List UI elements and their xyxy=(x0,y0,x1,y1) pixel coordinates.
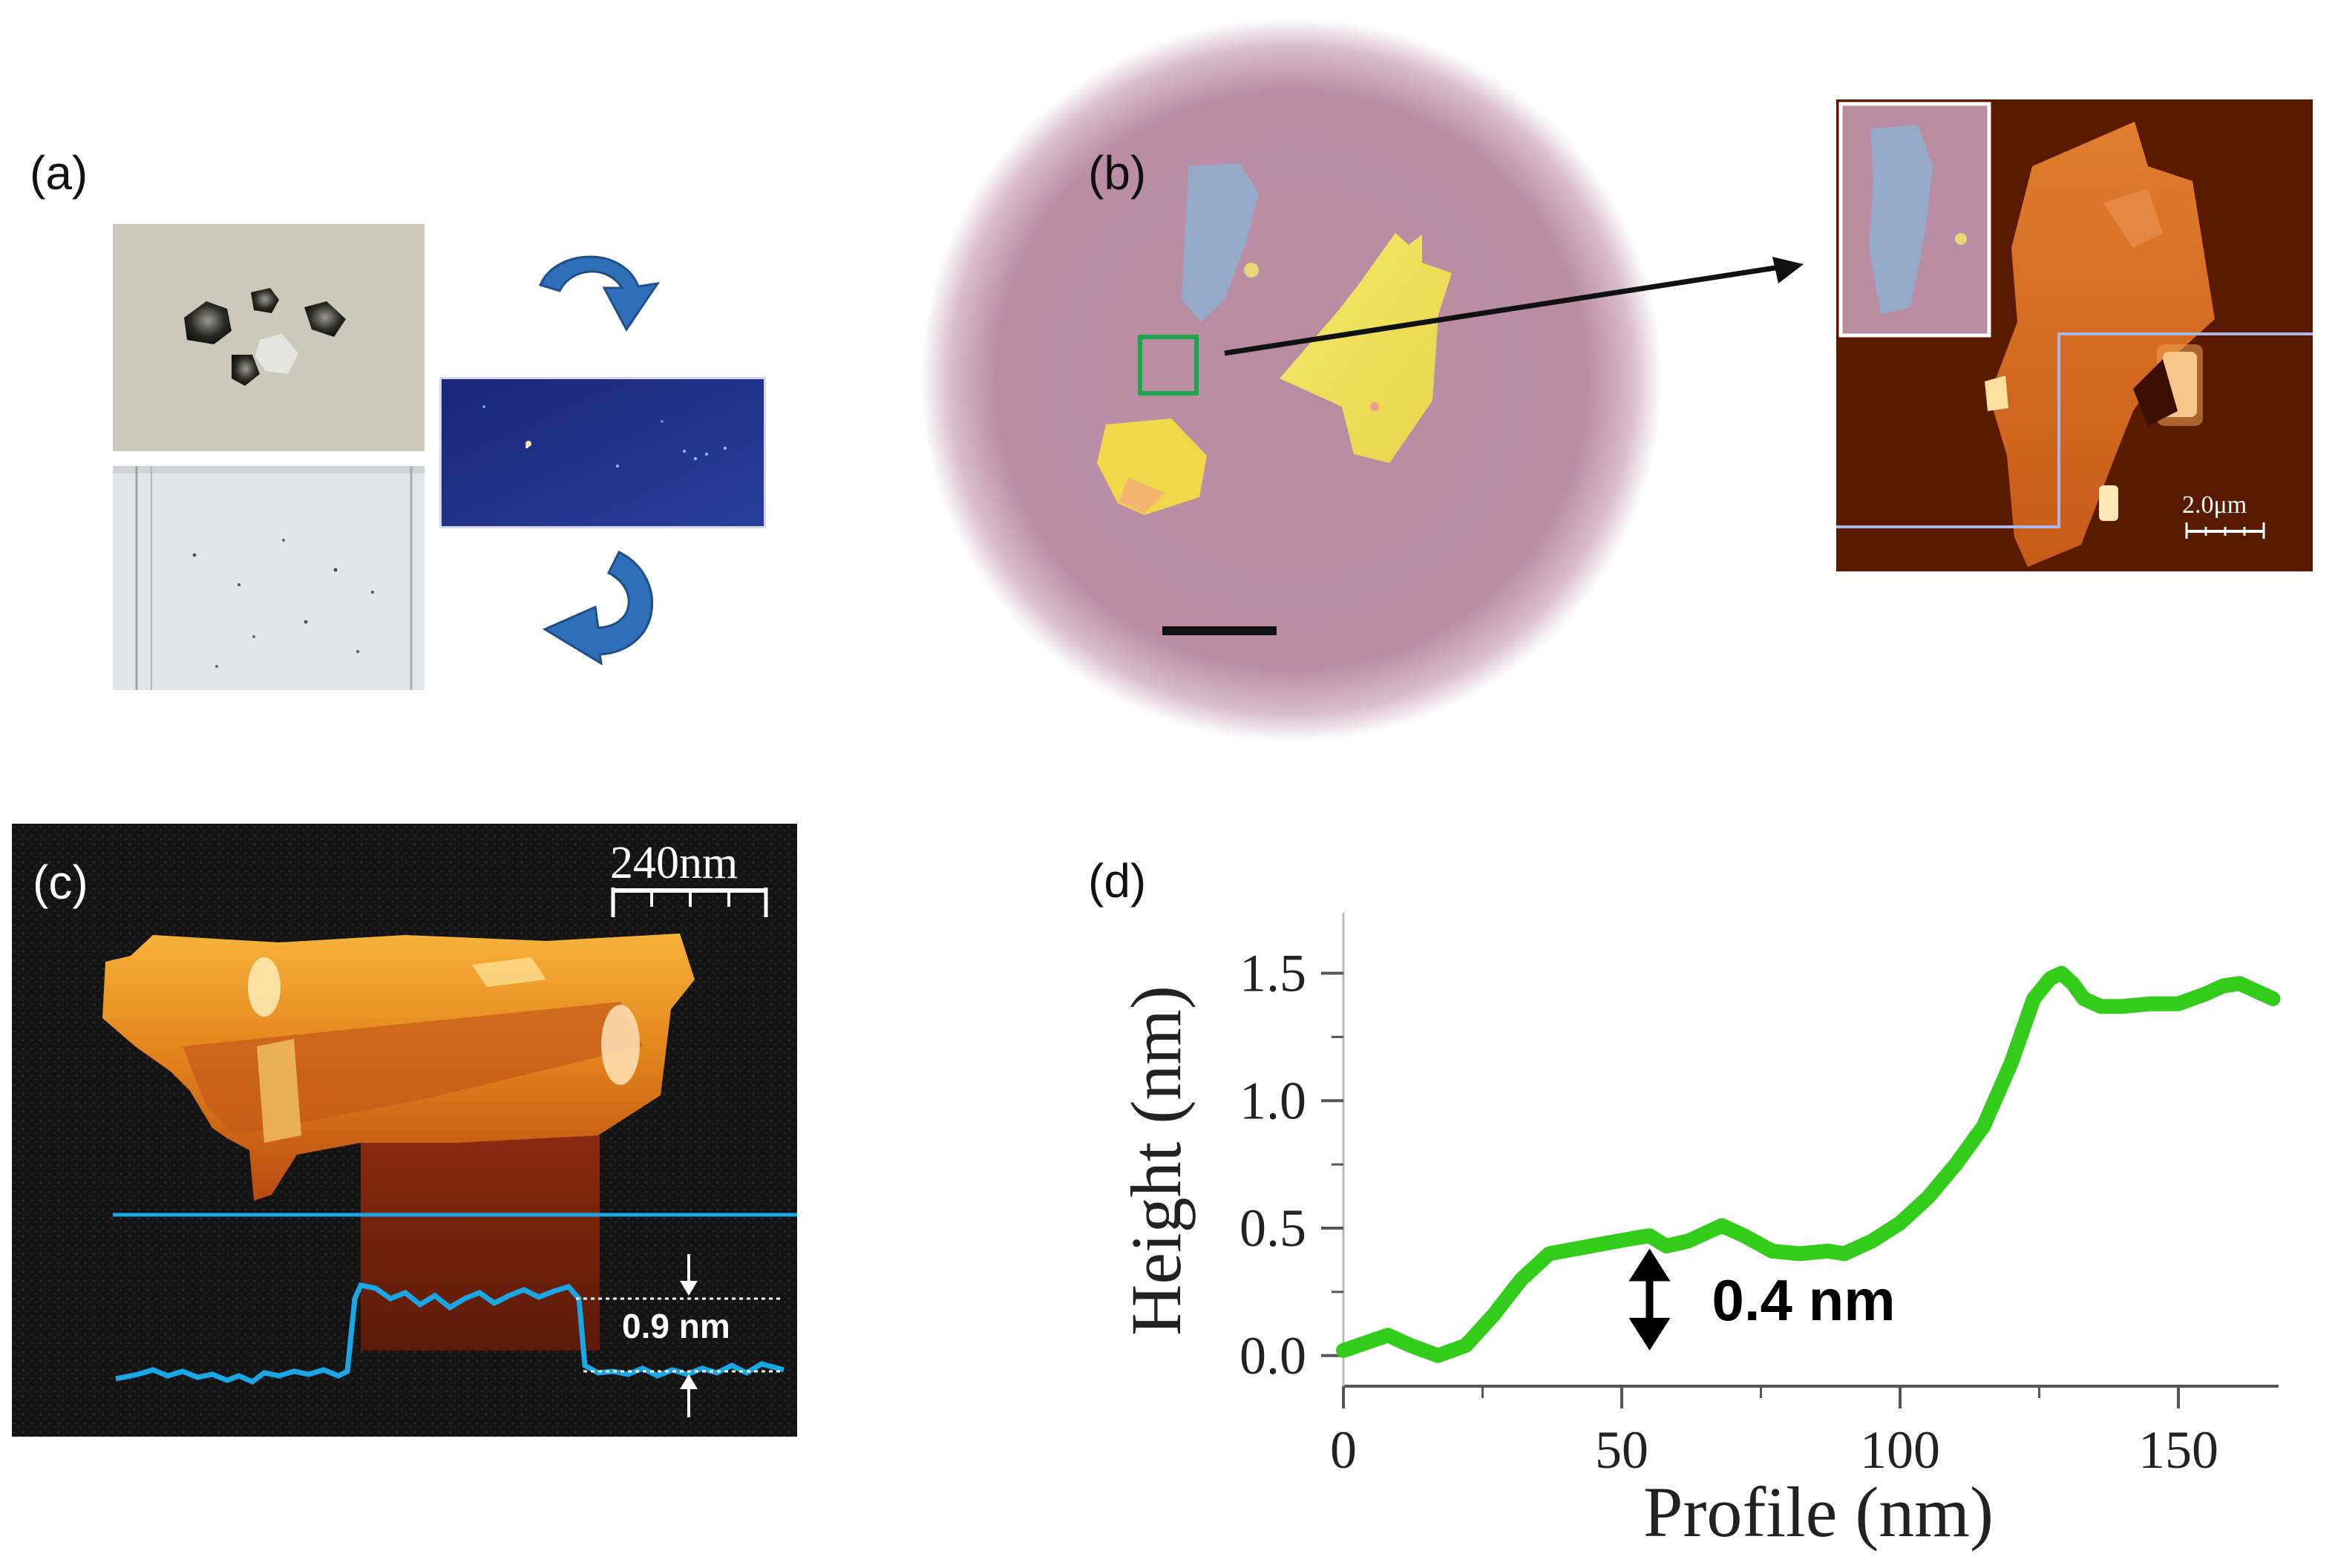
afm-b-scale-label: 2.0μm xyxy=(2182,491,2247,519)
x-axis-label: Profile (nm) xyxy=(1643,1472,1994,1552)
panel-a-label: (a) xyxy=(30,146,88,200)
y-axis-label: Height (nm) xyxy=(1116,985,1196,1336)
afm-image-b: 2.0μm xyxy=(1836,99,2313,571)
optical-micrograph xyxy=(920,18,1663,742)
curved-arrow-icon xyxy=(527,242,668,353)
arrow-head-up xyxy=(1628,1248,1671,1282)
afm-c-scale-label: 240nm xyxy=(610,838,739,888)
x-tick-label: 50 xyxy=(1595,1420,1648,1480)
panel-b-label: (b) xyxy=(1088,146,1147,200)
afm-c-height-profile xyxy=(115,1282,785,1385)
y-tick-label: 0.0 xyxy=(1239,1326,1306,1385)
x-tick-label: 0 xyxy=(1330,1420,1357,1480)
selection-box xyxy=(1138,335,1199,396)
arrow-head-down xyxy=(1628,1317,1671,1351)
y-tick-label: 1.0 xyxy=(1239,1071,1306,1130)
zoom-arrow-icon xyxy=(1217,252,1818,371)
height-profile-chart: 0 50 100 150 0.0 0.5 1.0 1.5 0.4 nm Profile (nm… xyxy=(1116,913,2281,1552)
curved-arrow-icon xyxy=(536,546,677,665)
panel-d-label: (d) xyxy=(1088,854,1147,908)
tape-photo xyxy=(113,466,425,690)
scale-bar xyxy=(1162,626,1277,635)
x-tick-label: 150 xyxy=(2138,1420,2218,1480)
afm-image-c: (c) 240nm 0.9 nm xyxy=(12,824,797,1437)
x-tick-label: 100 xyxy=(1860,1420,1940,1480)
substrate-photo xyxy=(439,377,766,528)
step-height-label: 0.4 nm xyxy=(1712,1267,1896,1333)
bulk-crystal-photo xyxy=(113,224,425,451)
afm-c-step-label: 0.9 nm xyxy=(622,1307,730,1345)
panel-c-label: (c) xyxy=(33,856,88,909)
y-tick-label: 0.5 xyxy=(1239,1198,1306,1258)
y-tick-label: 1.5 xyxy=(1239,944,1306,1003)
height-curve xyxy=(1336,965,2281,1363)
